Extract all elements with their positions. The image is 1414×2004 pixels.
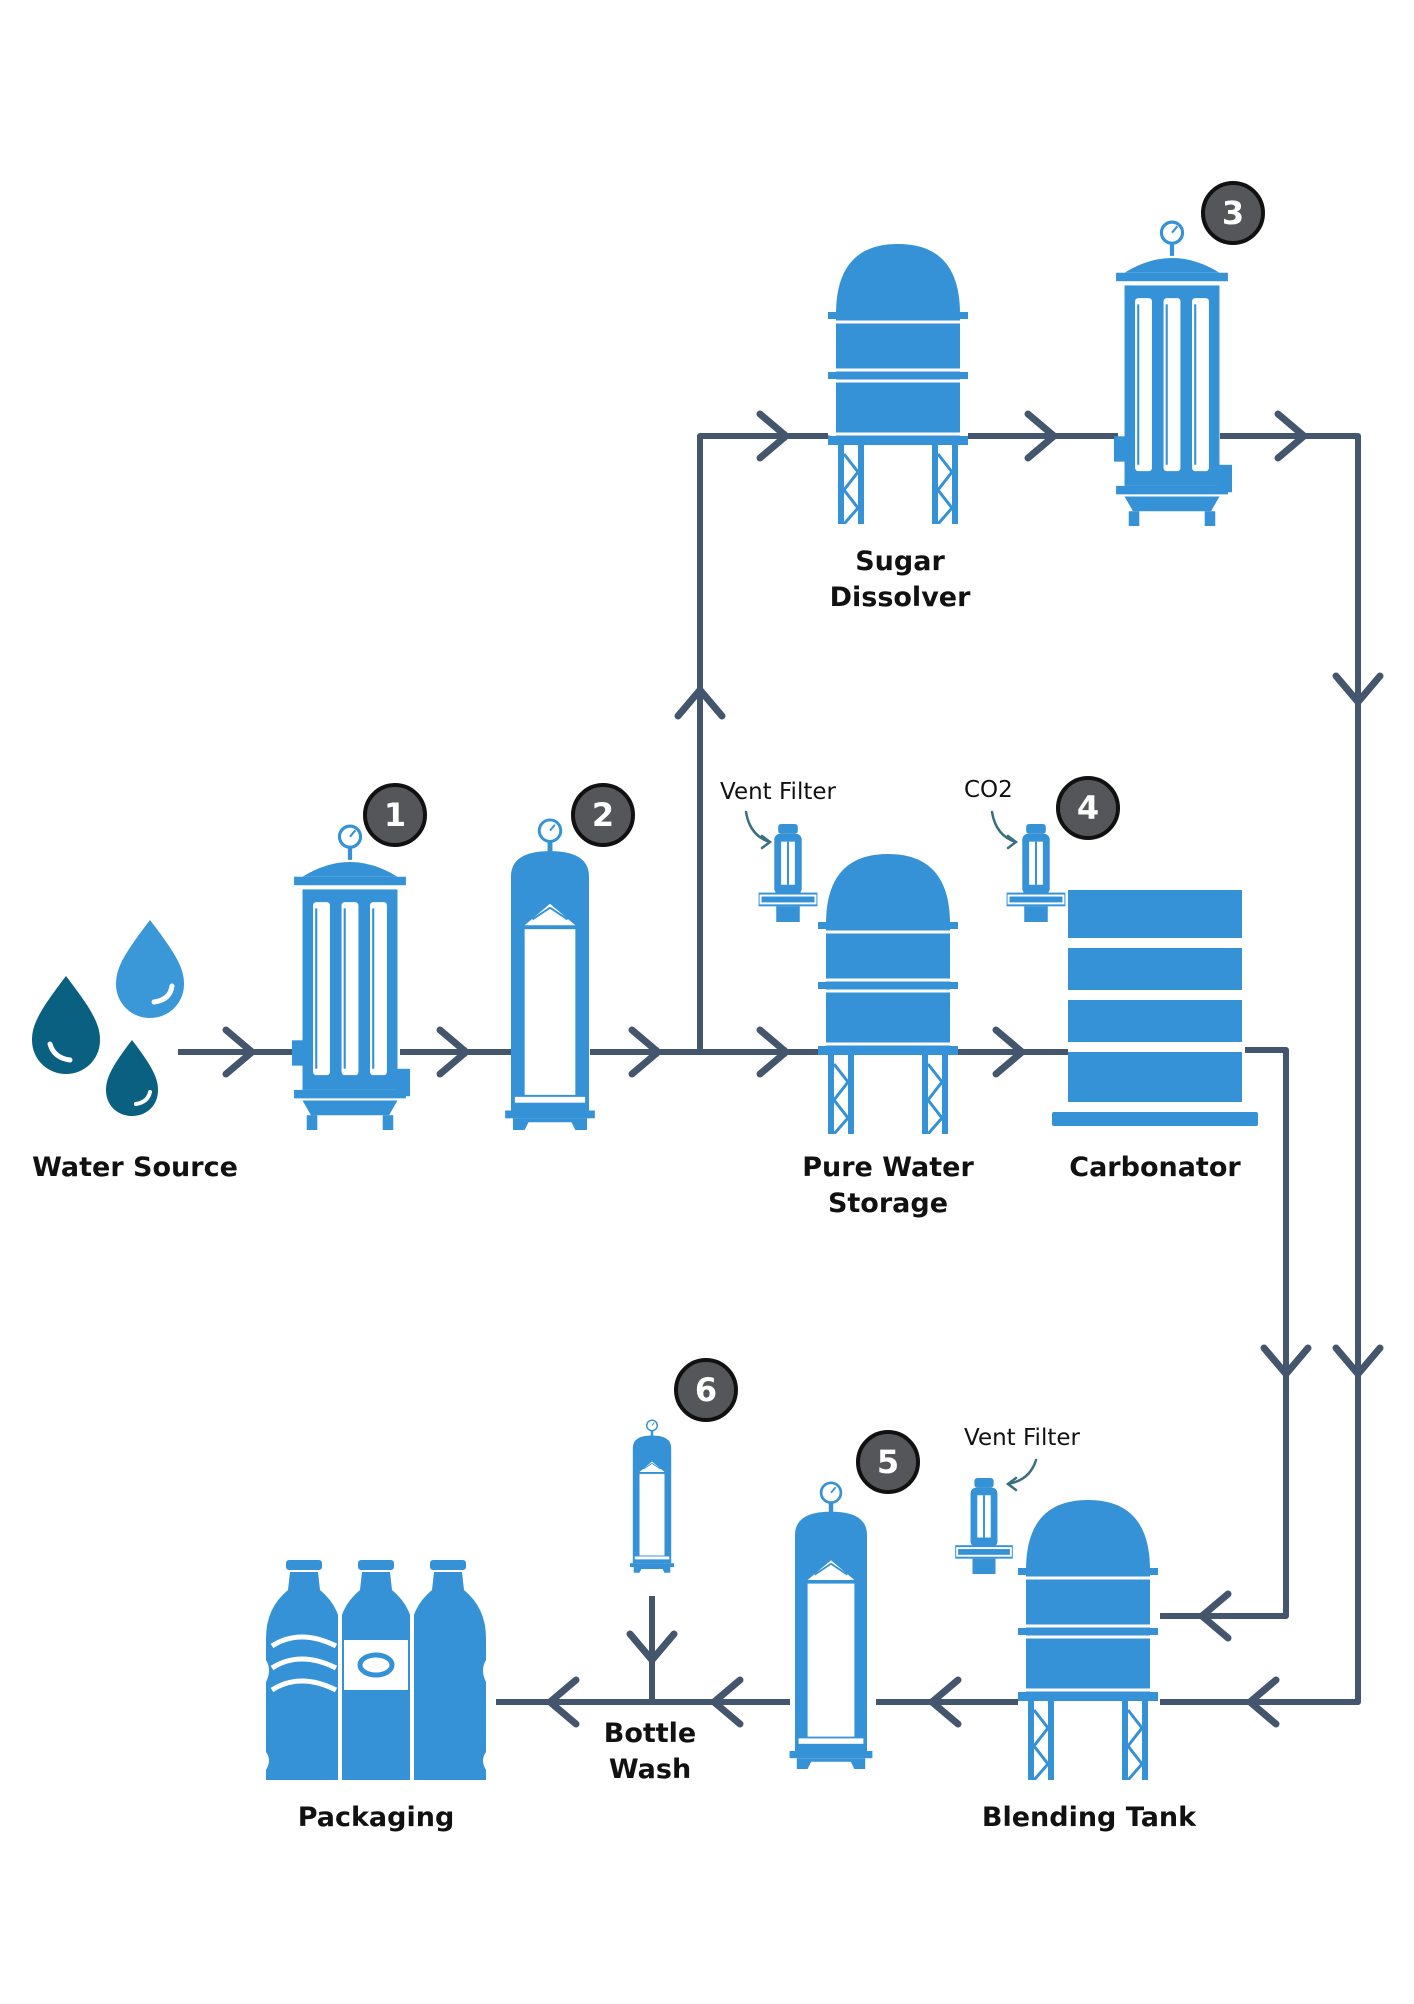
carbonator-icon (1052, 890, 1258, 1126)
arrow-down (1332, 1344, 1384, 1378)
arrow-left (546, 1676, 580, 1728)
arrow-right (436, 1026, 470, 1078)
arrow-right (756, 410, 790, 462)
multi-cartridge-filter-icon (1114, 222, 1232, 526)
step-badge-2: 2 (571, 783, 635, 847)
step-badge-4: 4 (1056, 776, 1120, 840)
step-badge-5: 5 (856, 1430, 920, 1494)
arrow-up (674, 686, 726, 720)
label-carbonator: Carbonator (1069, 1152, 1241, 1183)
vent-filter-icon (954, 1478, 1014, 1574)
arrow-left (928, 1676, 962, 1728)
arrow-left (1246, 1676, 1280, 1728)
storage-tank-icon (818, 854, 958, 1134)
arrow-right (756, 1026, 790, 1078)
label-packaging: Packaging (297, 1802, 455, 1833)
arrow-right (1274, 410, 1308, 462)
step-badge-6: 6 (674, 1358, 738, 1422)
arrow-left (710, 1676, 744, 1728)
multi-cartridge-filter-icon (292, 826, 410, 1130)
arrow-left (1198, 1590, 1232, 1642)
arrow-down (1260, 1344, 1312, 1378)
arrow-right (222, 1026, 256, 1078)
step-badge-3: 3 (1201, 181, 1265, 245)
arrow-right (628, 1026, 662, 1078)
label-water-source: Water Source (32, 1152, 238, 1183)
step-badge-1: 1 (363, 783, 427, 847)
storage-tank-icon (1018, 1500, 1158, 1780)
annotation-co2: CO2 (964, 777, 1013, 803)
arrow-down (626, 1630, 678, 1664)
label-blending-tank: Blending Tank (981, 1802, 1197, 1833)
arrow-down (1332, 672, 1384, 706)
cartridge-filter-icon (790, 1483, 873, 1769)
cartridge-filter-icon (628, 1418, 676, 1575)
arrow-right (992, 1026, 1026, 1078)
bottles-icon (266, 1560, 486, 1780)
label-pure-water-storage: Pure Water Storage (802, 1152, 974, 1219)
cartridge-filter-icon (505, 820, 595, 1130)
vent-filter-icon (1006, 824, 1066, 922)
label-sugar-dissolver: Sugar Dissolver (829, 546, 971, 613)
water-drops-icon (32, 920, 184, 1116)
pipe-carbonator-to-blending (1160, 1047, 1289, 1619)
flow-arrows (222, 410, 1384, 1728)
pointer-arrows (744, 810, 1038, 1492)
annotation-vent-filter: Vent Filter (720, 779, 836, 805)
label-bottle-wash: Bottle Wash (603, 1718, 697, 1785)
annotation-vent-filter: Vent Filter (964, 1425, 1080, 1451)
arrow-right (1024, 410, 1058, 462)
pipe-filter3-down (1160, 433, 1361, 1705)
storage-tank-icon (828, 244, 968, 524)
pipe-branch-to-sugar (697, 433, 830, 1052)
